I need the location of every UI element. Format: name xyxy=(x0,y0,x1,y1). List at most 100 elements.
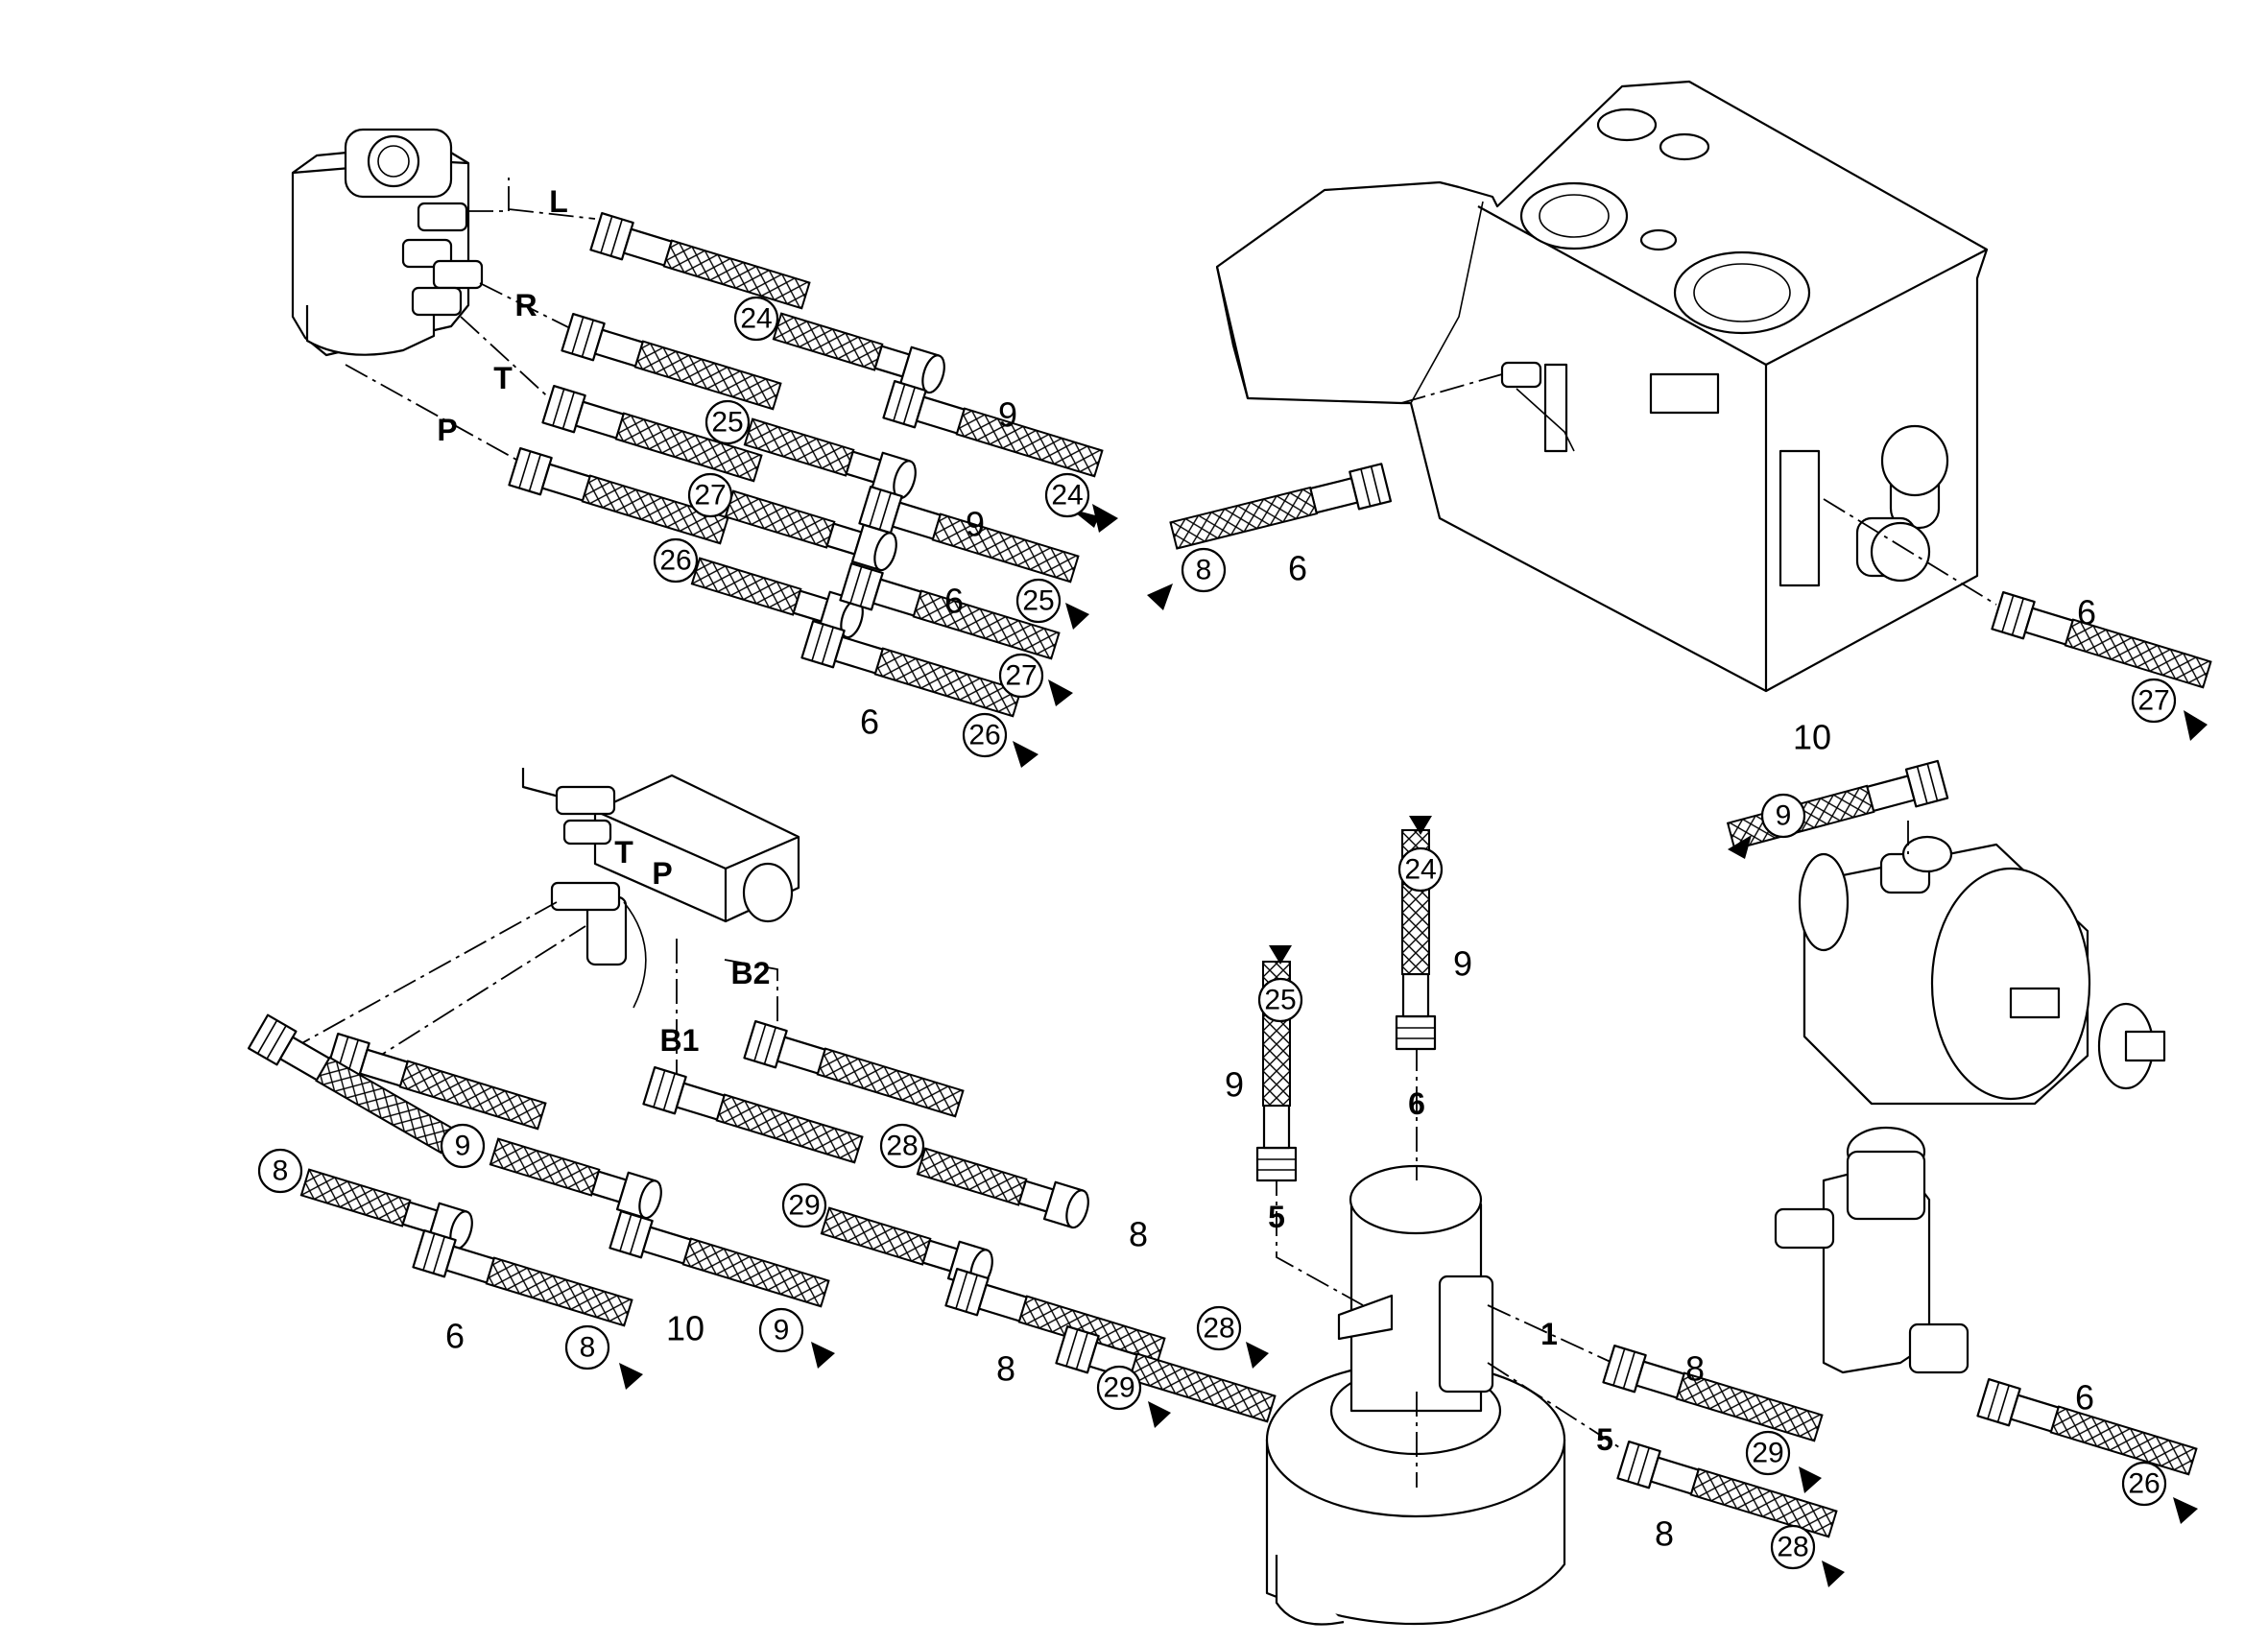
callout-number: 9 xyxy=(1776,800,1792,832)
callout-circle xyxy=(733,296,779,342)
callout: 27 xyxy=(687,472,733,518)
port-label: P xyxy=(652,856,672,891)
port-label: 5 xyxy=(1596,1422,1613,1457)
part-number-label: 9 xyxy=(966,505,985,544)
part-number-label: 9 xyxy=(1225,1065,1244,1105)
control-valve-block xyxy=(521,768,800,1009)
callout: 26 xyxy=(2121,1461,2167,1507)
callout: 29 xyxy=(1745,1430,1791,1476)
callout-number: 28 xyxy=(886,1131,918,1162)
callout-circle xyxy=(440,1123,486,1169)
callout: 27 xyxy=(998,653,1044,699)
part-number-label: 6 xyxy=(1288,549,1307,588)
callout-number: 29 xyxy=(788,1190,820,1222)
callout-circle xyxy=(1257,977,1303,1023)
callout: 8 xyxy=(1181,547,1227,593)
callout: 25 xyxy=(1257,977,1303,1023)
callout: 25 xyxy=(704,399,751,445)
callout: 24 xyxy=(1044,472,1090,518)
callout: 28 xyxy=(1196,1305,1242,1351)
callout-number: 8 xyxy=(273,1156,289,1187)
part-number-label: 9 xyxy=(1453,944,1472,984)
callout-circle xyxy=(1397,846,1444,893)
callout-circle xyxy=(879,1123,925,1169)
callout: 8 xyxy=(257,1148,303,1194)
callout-number: 29 xyxy=(1752,1438,1783,1469)
callout: 29 xyxy=(1096,1365,1142,1411)
callout-number: 27 xyxy=(694,480,726,512)
part-number-label: 8 xyxy=(1685,1349,1705,1389)
priority-valve xyxy=(1774,1126,1970,1374)
callout-number: 27 xyxy=(2137,685,2169,717)
port-label: 1 xyxy=(1540,1317,1558,1351)
steering-unit xyxy=(291,128,510,357)
callout-number: 28 xyxy=(1203,1313,1234,1345)
callout-circle xyxy=(962,712,1008,758)
callout-circle xyxy=(564,1324,610,1370)
callout-circle xyxy=(704,399,751,445)
callout-number: 24 xyxy=(1051,480,1083,512)
callout: 26 xyxy=(962,712,1008,758)
part-number-label: 9 xyxy=(998,395,1017,435)
hydraulic-oil-tank xyxy=(1215,80,1989,693)
part-number-label: 6 xyxy=(860,703,879,742)
callout-number: 8 xyxy=(580,1332,596,1364)
callout: 28 xyxy=(879,1123,925,1169)
port-label: T xyxy=(614,835,633,870)
part-number-label: 10 xyxy=(666,1309,704,1348)
part-number-label: 6 xyxy=(445,1317,465,1356)
callout: 29 xyxy=(781,1182,827,1228)
callout-number: 24 xyxy=(1404,854,1436,886)
callout: 24 xyxy=(733,296,779,342)
part-number-label: 8 xyxy=(1129,1215,1148,1254)
callout-circle xyxy=(1196,1305,1242,1351)
callout: 9 xyxy=(758,1307,804,1353)
callout-circle xyxy=(1770,1524,1816,1570)
part-number-label: 8 xyxy=(996,1349,1015,1389)
port-label: L xyxy=(549,184,568,219)
port-label: T xyxy=(493,361,513,395)
callout: 8 xyxy=(564,1324,610,1370)
callout-circle xyxy=(687,472,733,518)
callout-circle xyxy=(1096,1365,1142,1411)
callout-circle xyxy=(1181,547,1227,593)
part-number-label: 8 xyxy=(1655,1514,1674,1554)
callout-number: 26 xyxy=(968,720,1000,751)
part-number-label: 6 xyxy=(944,582,964,621)
callout-circle xyxy=(1745,1430,1791,1476)
flow-arrows xyxy=(619,504,2208,1587)
callout-number: 25 xyxy=(1022,585,1054,617)
callout-circle xyxy=(781,1182,827,1228)
callout-number: 26 xyxy=(2128,1468,2160,1500)
callout-circle xyxy=(758,1307,804,1353)
port-label: B1 xyxy=(660,1023,700,1058)
part-number-label: 10 xyxy=(1793,718,1831,757)
callout: 25 xyxy=(1015,578,1062,624)
port-label: B2 xyxy=(731,956,771,990)
assembly-lines xyxy=(287,208,1997,1488)
circled-callouts: 2425272624252726827924259828299828292928… xyxy=(257,296,2177,1570)
port-label: 6 xyxy=(1408,1086,1425,1121)
callout-number: 25 xyxy=(711,407,743,439)
callout-number: 29 xyxy=(1103,1372,1134,1404)
callout-number: 9 xyxy=(774,1315,790,1346)
callout-number: 28 xyxy=(1777,1532,1808,1563)
port-label: P xyxy=(437,413,457,447)
callout-number: 27 xyxy=(1005,660,1037,692)
callout-circle xyxy=(2121,1461,2167,1507)
callout: 27 xyxy=(2131,678,2177,724)
callout-circle xyxy=(653,537,699,584)
callout-circle xyxy=(2131,678,2177,724)
port-label: 5 xyxy=(1268,1200,1285,1234)
part-number-label: 6 xyxy=(2075,1378,2094,1418)
callout-circle xyxy=(998,653,1044,699)
callout-number: 24 xyxy=(740,303,772,335)
part-number-label: 6 xyxy=(2077,593,2096,632)
callout-circle xyxy=(257,1148,303,1194)
callout: 9 xyxy=(440,1123,486,1169)
callout: 26 xyxy=(653,537,699,584)
callout-number: 26 xyxy=(659,545,691,577)
callout: 9 xyxy=(1760,793,1806,839)
